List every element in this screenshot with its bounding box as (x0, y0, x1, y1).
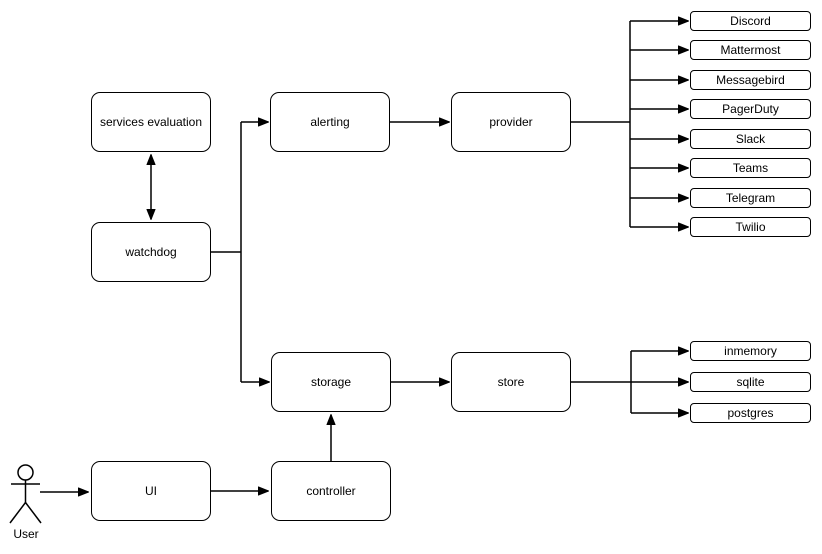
node-label: alerting (310, 115, 350, 129)
edge-provider-trunk (571, 21, 631, 227)
edge-watchdog-trunk (211, 122, 242, 382)
leaf-slack: Slack (690, 129, 811, 149)
leaf-messagebird: Messagebird (690, 70, 811, 90)
edge-store-trunk (571, 351, 632, 413)
leaf-discord: Discord (690, 11, 811, 31)
leaf-postgres: postgres (690, 403, 811, 423)
leaf-label: Telegram (725, 191, 776, 205)
leaf-pagerduty: PagerDuty (690, 99, 811, 119)
leaf-label: sqlite (736, 375, 765, 389)
node-label: services evaluation (99, 115, 203, 129)
leaf-twilio: Twilio (690, 217, 811, 237)
leaf-label: PagerDuty (722, 102, 779, 116)
node-services-evaluation: services evaluation (91, 92, 211, 152)
leaf-label: postgres (727, 406, 774, 420)
user-actor-label: User (13, 527, 39, 541)
node-alerting: alerting (270, 92, 390, 152)
node-storage: storage (271, 352, 391, 412)
user-actor-figure (9, 464, 42, 524)
leaf-label: Slack (735, 132, 766, 146)
node-label: storage (310, 375, 352, 389)
leaf-inmemory: inmemory (690, 341, 811, 361)
node-ui: UI (91, 461, 211, 521)
node-controller: controller (271, 461, 391, 521)
leaf-label: Teams (732, 161, 769, 175)
node-watchdog: watchdog (91, 222, 211, 282)
leaf-label: inmemory (724, 344, 777, 358)
leaf-label: Twilio (735, 220, 766, 234)
leaf-label: Mattermost (720, 43, 781, 57)
node-label: provider (489, 115, 533, 129)
leaf-label: Messagebird (716, 73, 785, 87)
node-label: UI (145, 484, 157, 498)
node-store: store (451, 352, 571, 412)
node-label: watchdog (125, 245, 177, 259)
leaf-label: Discord (730, 14, 771, 28)
node-provider: provider (451, 92, 571, 152)
node-label: controller (306, 484, 356, 498)
leaf-teams: Teams (690, 158, 811, 178)
node-label: store (497, 375, 525, 389)
leaf-mattermost: Mattermost (690, 40, 811, 60)
leaf-telegram: Telegram (690, 188, 811, 208)
leaf-sqlite: sqlite (690, 372, 811, 392)
